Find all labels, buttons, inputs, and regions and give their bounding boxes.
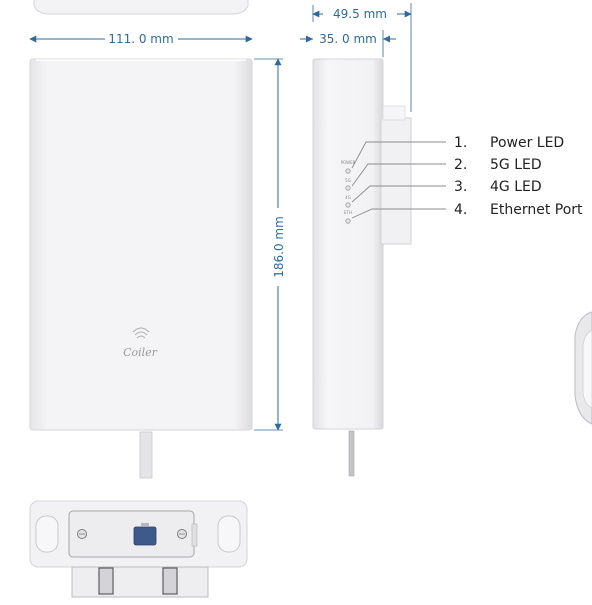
bottom-view — [29, 500, 248, 598]
legend-item: 2. 5G LED — [454, 157, 542, 173]
legend-number: 1. — [454, 135, 467, 151]
side-body-depth-label: 35. 0 mm — [319, 32, 377, 46]
led-label-eth: ETH — [344, 210, 352, 215]
led-label-4g: 4G — [345, 195, 351, 200]
right-edge-device — [574, 311, 592, 425]
side-cable — [348, 430, 355, 477]
legend-number: 4. — [454, 202, 467, 218]
4g-led — [345, 202, 351, 208]
side-view: POWER 5G 4G ETH — [312, 58, 446, 477]
ethernet-led — [345, 218, 351, 224]
legend-item: 4. Ethernet Port — [454, 202, 583, 218]
legend-label: Power LED — [490, 135, 564, 151]
led-legend: 1. Power LED 2. 5G LED 3. 4G LED 4. Ethe… — [454, 135, 583, 218]
mount-hole-right — [217, 515, 241, 553]
wifi-logo-icon — [132, 327, 150, 339]
callout-lines — [351, 141, 446, 219]
front-cable — [139, 431, 153, 479]
top-cut-device — [33, 0, 249, 15]
5g-led — [345, 185, 351, 191]
bottom-bracket — [71, 566, 209, 598]
side-body-depth-dimension: 35. 0 mm — [300, 30, 396, 57]
mount-hole-left — [35, 515, 59, 553]
legend-item: 1. Power LED — [454, 135, 564, 151]
side-total-depth-dimension: 49.5 mm — [312, 3, 412, 112]
power-led — [345, 168, 351, 174]
legend-item: 3. 4G LED — [454, 179, 542, 195]
led-label-power: POWER — [341, 160, 356, 165]
front-width-label: 111. 0 mm — [108, 32, 173, 46]
front-height-dimension: 186.0 mm — [254, 58, 286, 431]
side-mount-bracket — [380, 117, 412, 245]
legend-label: 5G LED — [490, 157, 542, 173]
led-indicators: POWER 5G 4G ETH — [341, 160, 356, 224]
brand-logo: Coiler — [123, 346, 158, 359]
led-label-5g: 5G — [345, 178, 351, 183]
front-view: Coiler — [29, 58, 253, 479]
legend-number: 3. — [454, 179, 467, 195]
bracket-clip-right — [162, 567, 178, 595]
bottom-cover-plate — [68, 510, 195, 558]
front-height-label: 186.0 mm — [272, 216, 286, 278]
ethernet-port-icon — [133, 526, 157, 546]
bracket-clip-left — [98, 567, 114, 595]
legend-number: 2. — [454, 157, 467, 173]
front-width-dimension: 111. 0 mm — [29, 32, 253, 46]
side-total-depth-label: 49.5 mm — [333, 7, 387, 21]
legend-label: Ethernet Port — [490, 202, 583, 218]
legend-label: 4G LED — [490, 179, 542, 195]
